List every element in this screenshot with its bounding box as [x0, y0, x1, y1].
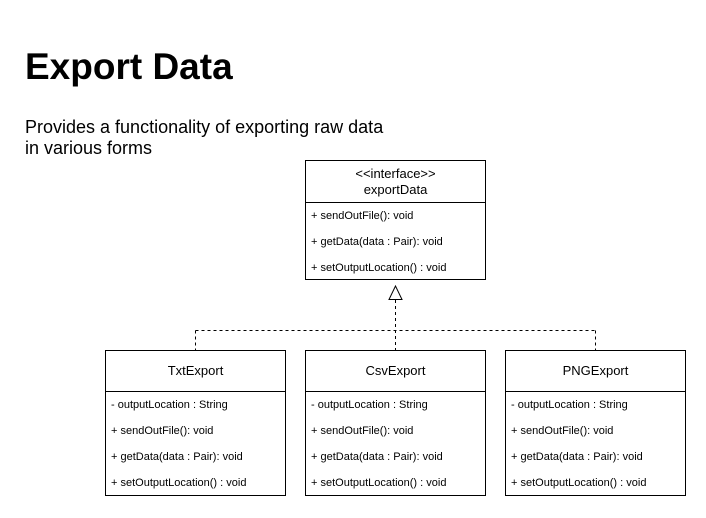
class-name: PNGExport [562, 363, 629, 378]
class-method: + getData(data : Pair): void [311, 451, 443, 463]
class-method: + sendOutFile(): void [311, 425, 414, 437]
class-attribute: - outputLocation : String [111, 399, 228, 411]
class-attribute: - outputLocation : String [511, 399, 628, 411]
interface-stereotype: <<interface>> [355, 165, 436, 181]
class-name: TxtExport [167, 363, 224, 378]
interface-name: exportData [363, 181, 428, 197]
interface-header: <<interface>> exportData [306, 161, 485, 203]
class-method: + sendOutFile(): void [511, 425, 614, 437]
interface-method: + sendOutFile(): void [311, 210, 414, 222]
class-png-export: PNGExport - outputLocation : String + se… [505, 350, 686, 496]
interface-method: + setOutputLocation() : void [311, 262, 447, 274]
realization-arrowhead [388, 284, 403, 300]
class-attribute: - outputLocation : String [311, 399, 428, 411]
class-header: CsvExport [306, 351, 485, 392]
class-method: + setOutputLocation() : void [311, 477, 447, 489]
class-method: + sendOutFile(): void [111, 425, 214, 437]
class-name: CsvExport [365, 363, 426, 378]
interface-method: + getData(data : Pair): void [311, 236, 443, 248]
page-description: Provides a functionality of exporting ra… [25, 117, 384, 158]
class-txt-export: TxtExport - outputLocation : String + se… [105, 350, 286, 496]
class-header: TxtExport [106, 351, 285, 392]
class-method: + getData(data : Pair): void [511, 451, 643, 463]
class-method: + setOutputLocation() : void [111, 477, 247, 489]
class-method: + getData(data : Pair): void [111, 451, 243, 463]
class-members: - outputLocation : String + sendOutFile(… [306, 392, 485, 496]
class-members: - outputLocation : String + sendOutFile(… [106, 392, 285, 496]
class-members: - outputLocation : String + sendOutFile(… [506, 392, 685, 496]
interface-members: + sendOutFile(): void + getData(data : P… [306, 203, 485, 281]
page-title: Export Data [25, 46, 233, 87]
interface-export-data: <<interface>> exportData + sendOutFile()… [305, 160, 486, 280]
class-csv-export: CsvExport - outputLocation : String + se… [305, 350, 486, 496]
class-header: PNGExport [506, 351, 685, 392]
class-method: + setOutputLocation() : void [511, 477, 647, 489]
